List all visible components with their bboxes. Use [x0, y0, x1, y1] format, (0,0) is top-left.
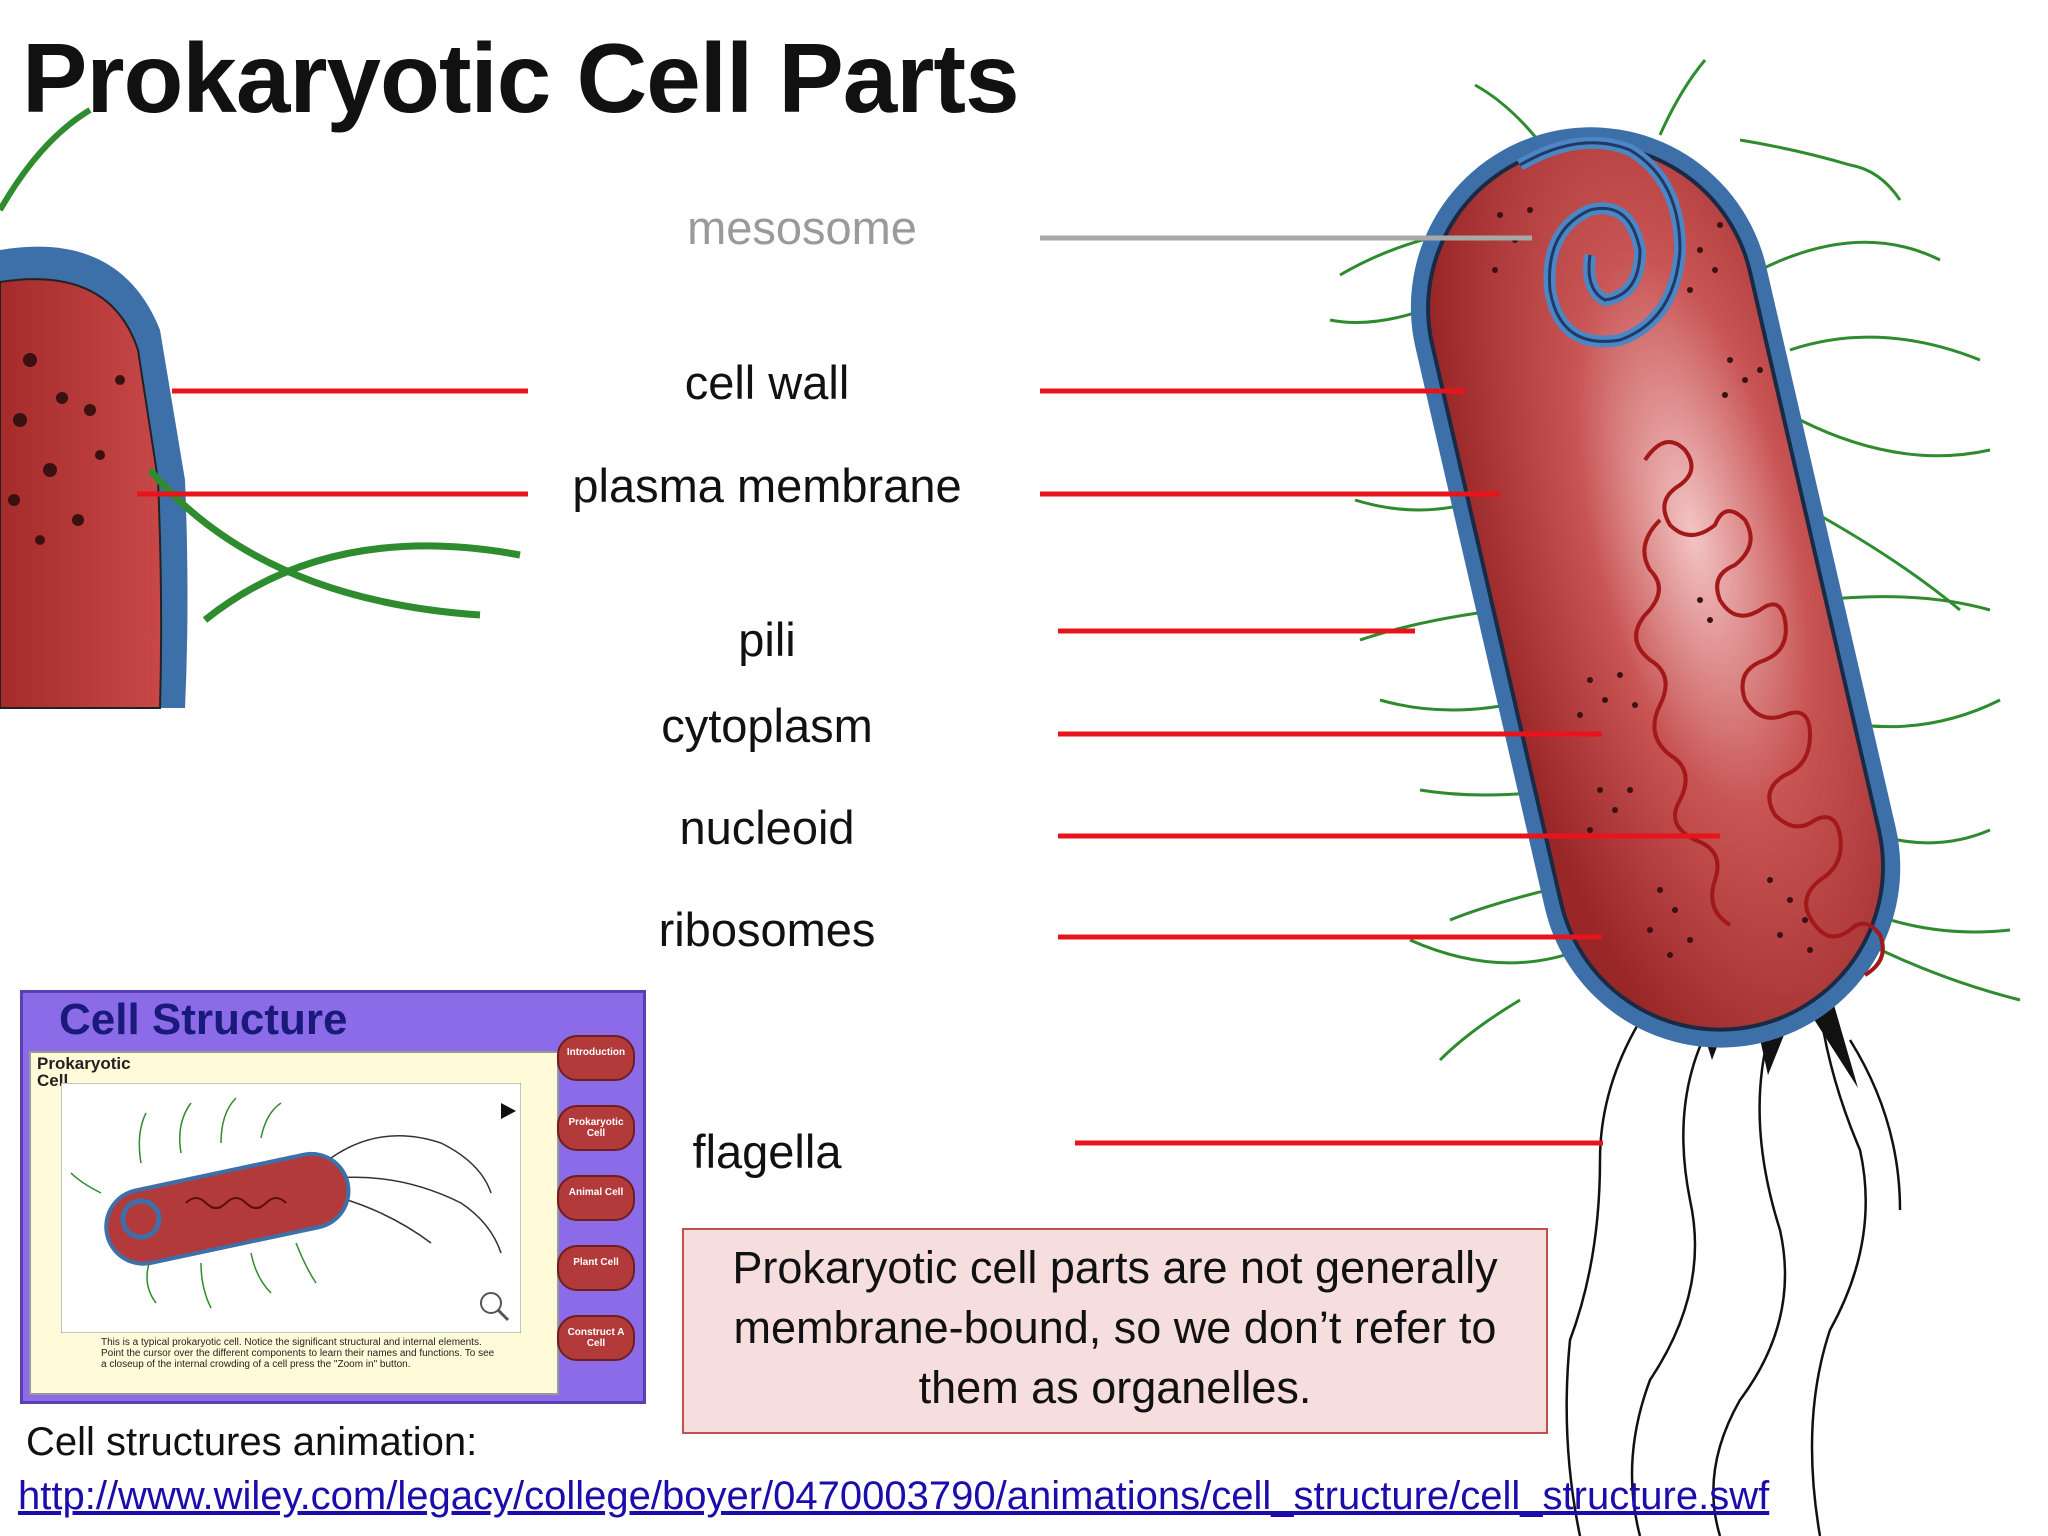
label-cytoplasm: cytoplasm: [661, 699, 873, 752]
thumbnail-cell-drawing: [61, 1083, 521, 1333]
thumbnail-button-introduction[interactable]: Introduction: [557, 1035, 635, 1081]
label-cell-wall: cell wall: [684, 356, 850, 409]
animation-thumbnail[interactable]: Cell Structure Prokaryotic Cell: [20, 990, 646, 1404]
animation-link[interactable]: http://www.wiley.com/legacy/college/boye…: [18, 1474, 1770, 1518]
label-pili: pili: [738, 613, 796, 666]
ribosome-dots: [1492, 207, 1813, 958]
label-plasma-membrane: plasma membrane: [572, 459, 962, 512]
label-ribosomes: ribosomes: [658, 903, 876, 956]
animation-caption: Cell structures animation:: [26, 1420, 478, 1464]
thumbnail-panel: Prokaryotic Cell This is a typ: [29, 1051, 559, 1395]
label-mesosome: mesosome: [687, 201, 917, 254]
label-nucleoid: nucleoid: [679, 801, 855, 854]
zoom-inset: [0, 107, 521, 709]
leader-lines: [137, 235, 1720, 1146]
nucleoid-dna: [1634, 440, 1885, 977]
mesosome-spiral: [1516, 136, 1687, 348]
thumbnail-subtitle: Prokaryotic Cell: [37, 1054, 131, 1090]
thumbnail-button-animal[interactable]: Animal Cell: [557, 1175, 635, 1221]
flagella-strands: [1565, 1004, 1902, 1536]
thumbnail-button-prokaryotic[interactable]: Prokaryotic Cell: [557, 1105, 635, 1151]
page-title: Prokaryotic Cell Parts: [22, 23, 1020, 133]
pili-strands: [1329, 59, 2021, 1062]
label-flagella: flagella: [692, 1125, 842, 1178]
note-box: Prokaryotic cell parts are not generally…: [682, 1228, 1548, 1434]
thumbnail-button-plant[interactable]: Plant Cell: [557, 1245, 635, 1291]
thumbnail-title: Cell Structure: [59, 995, 348, 1044]
thumbnail-description: This is a typical prokaryotic cell. Noti…: [101, 1337, 495, 1370]
thumbnail-button-construct[interactable]: Construct A Cell: [557, 1315, 635, 1361]
